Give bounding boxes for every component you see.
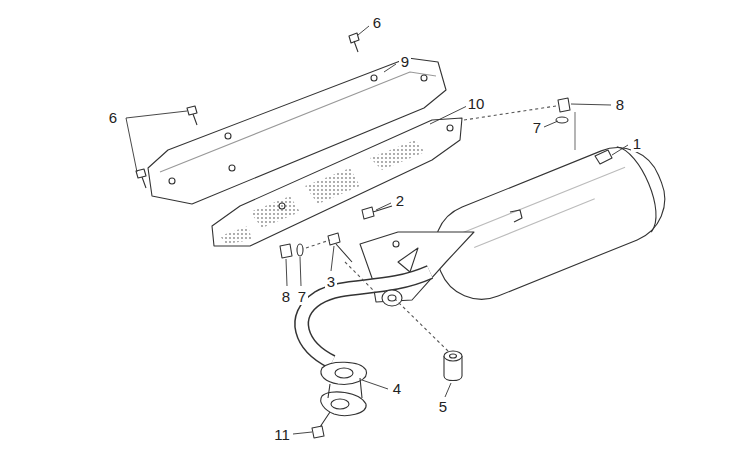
callout-number: 5 xyxy=(437,398,449,415)
callout-number: 3 xyxy=(325,273,337,290)
muffler xyxy=(421,134,678,312)
callout-number: 6 xyxy=(371,14,383,31)
heat-shield-insulation xyxy=(212,118,462,246)
callout-number: 11 xyxy=(272,426,292,443)
callout-number: 2 xyxy=(394,192,406,209)
callout-number: 1 xyxy=(631,135,643,152)
callout-number: 4 xyxy=(391,380,403,397)
callout-number: 8 xyxy=(280,288,292,305)
exhaust-flange xyxy=(321,362,367,384)
callout-number: 7 xyxy=(531,119,543,136)
callout-number: 10 xyxy=(466,95,487,112)
exhaust-pipe xyxy=(302,272,430,362)
callout-number: 6 xyxy=(107,109,119,126)
callout-number: 9 xyxy=(399,53,411,70)
callout-number: 8 xyxy=(614,96,626,113)
callout-number: 7 xyxy=(296,288,308,305)
